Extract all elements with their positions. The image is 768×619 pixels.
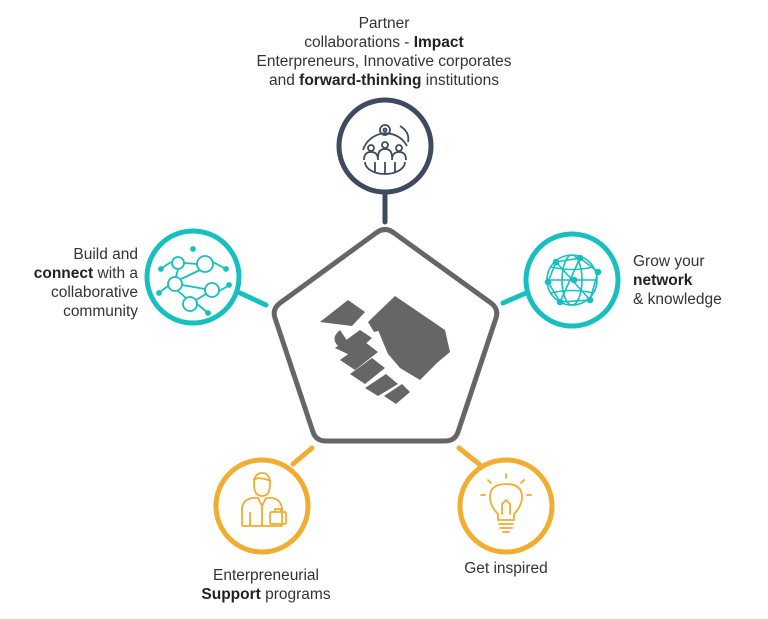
lightbulb-icon [480, 473, 532, 533]
support-label: Enterpreneurial Support programs [166, 566, 366, 604]
partner-circle [336, 97, 434, 195]
community-line1: Build and [73, 246, 138, 263]
handshake-icon [320, 296, 450, 404]
network-line1: Grow your [633, 253, 705, 270]
community-line2: connect with a [33, 265, 138, 282]
partner-line2: collaborations - Impact [304, 34, 464, 51]
team-globe-gear-icon [362, 124, 410, 175]
connector-support [290, 445, 315, 467]
network-globe-icon [544, 254, 602, 306]
connected-people-icon [156, 246, 232, 316]
inspired-circle [457, 457, 555, 555]
businessman-icon [241, 472, 287, 527]
partner-line1: Partner [358, 15, 410, 32]
support-line1: Enterpreneurial [213, 567, 319, 584]
inspired-label: Get inspired [430, 559, 582, 578]
network-line2: network [633, 272, 693, 289]
network-line3: & knowledge [633, 291, 722, 308]
community-label: Build and connect with a collaborative c… [10, 245, 138, 321]
connector-inspired [456, 445, 482, 467]
connector-community [237, 290, 269, 308]
partner-label: Partner collaborations - Impact Enterpre… [214, 14, 554, 90]
community-circle [144, 228, 242, 326]
partner-line4: and forward-thinking institutions [269, 72, 499, 89]
inspired-line1: Get inspired [464, 560, 548, 577]
partner-line3: Enterpreneurs, Innovative corporates [256, 53, 512, 70]
connector-network [500, 290, 529, 306]
network-label: Grow your network & knowledge [633, 252, 763, 309]
community-line3: collaborative [50, 284, 138, 301]
community-line4: community [63, 303, 138, 320]
support-line2: Support programs [201, 586, 331, 603]
